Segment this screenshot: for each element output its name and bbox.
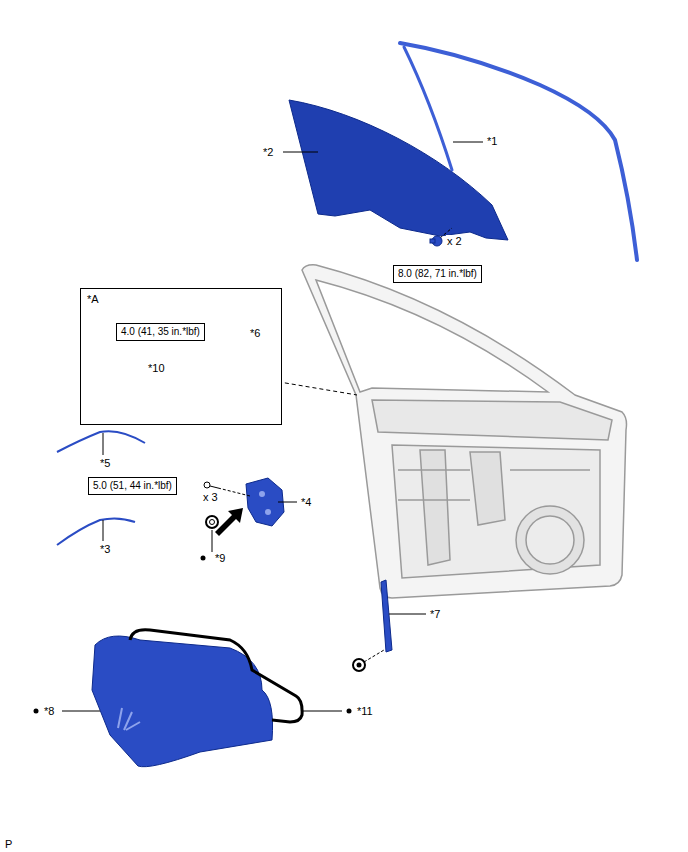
bolt-symbol [353, 659, 365, 671]
butyl-tape [130, 630, 302, 722]
callout-number: *5 [99, 457, 111, 470]
leader-line [453, 142, 483, 143]
callout-number: *1 [486, 135, 498, 148]
cover-slit [118, 708, 140, 730]
callout-number: *11 [356, 705, 374, 718]
dashed-line [364, 650, 384, 662]
bullet-dot [347, 709, 352, 714]
callout-number: *7 [429, 608, 441, 621]
door-panel [302, 265, 627, 598]
door-glass [289, 100, 508, 240]
torque-box: 4.0 (41, 35 in.*lbf) [116, 323, 205, 341]
callout-number: *4 [300, 496, 312, 509]
leader-line [303, 711, 342, 712]
callout-number: *6 [249, 327, 261, 340]
callout-number: *9 [214, 552, 226, 565]
text-label: x 3 [202, 491, 219, 504]
callout-number: *8 [43, 705, 55, 718]
callout-number: *3 [99, 543, 111, 556]
torque-value: 4.0 (41, 35 in.*lbf) [121, 326, 200, 337]
torque-box: 8.0 (82, 71 in.*lbf) [393, 265, 482, 283]
callout-number: *10 [147, 362, 166, 375]
install-arrow [215, 508, 243, 536]
inset-box: *A 4.0 (41, 35 in.*lbf) [80, 288, 282, 425]
door-frame-molding [381, 580, 392, 652]
leader-line [283, 152, 318, 153]
torque-box: 5.0 (51, 44 in.*lbf) [88, 477, 177, 495]
glass-run [400, 43, 637, 260]
screw-symbol [204, 482, 218, 488]
leader-line [103, 433, 104, 455]
inset-label: *A [81, 290, 99, 306]
text-label: P [4, 838, 13, 851]
leader-line [62, 711, 100, 712]
bullet-dot [201, 556, 206, 561]
bullet-dot [34, 709, 39, 714]
text-label: x 2 [446, 235, 463, 248]
leader-line [389, 614, 426, 615]
torque-value: 5.0 (51, 44 in.*lbf) [93, 480, 172, 491]
leader-line [103, 520, 104, 541]
dashed-line [218, 488, 250, 496]
bolt-symbol [430, 236, 442, 246]
leader-line [278, 502, 297, 503]
torque-value: 8.0 (82, 71 in.*lbf) [398, 268, 477, 279]
washer [206, 516, 218, 528]
leader-line [212, 530, 213, 552]
callout-number: *2 [262, 146, 274, 159]
